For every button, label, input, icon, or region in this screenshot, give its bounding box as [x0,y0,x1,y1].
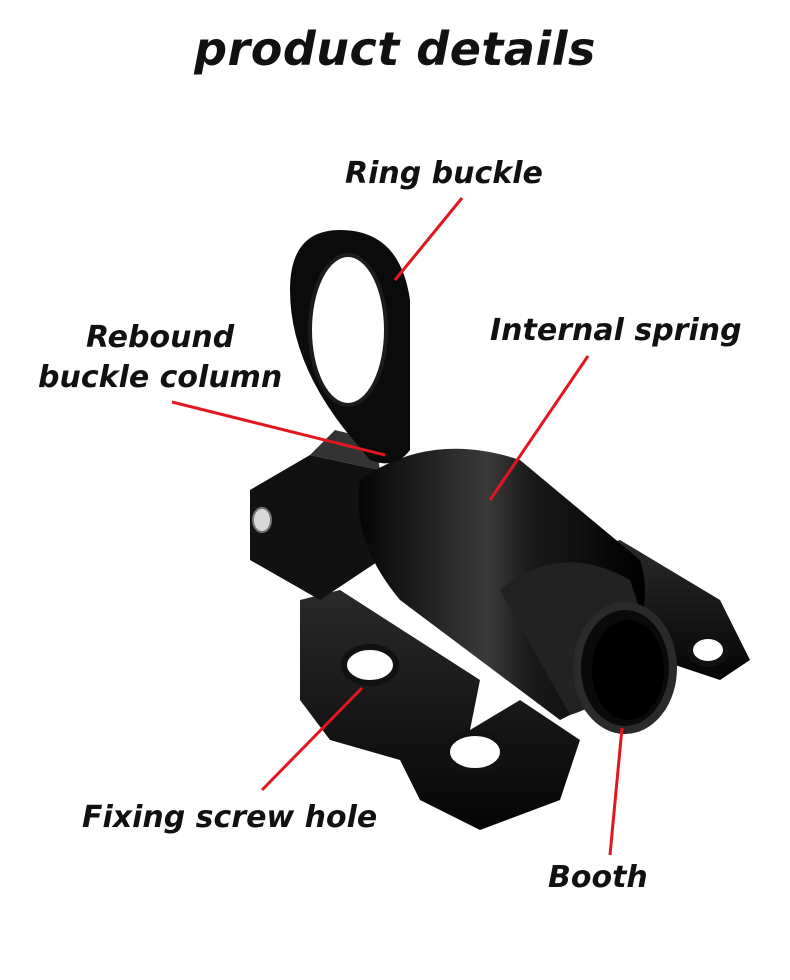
label-booth: Booth [548,860,648,895]
label-fixing-screw-hole: Fixing screw hole [82,800,378,835]
label-rebound-line1: Rebound [86,320,235,355]
leader-internal-spring [488,355,590,501]
ring-buckle [290,230,410,464]
leader-booth [608,727,624,856]
screw-hole-right [687,633,729,667]
screw-hole-front [444,730,506,774]
label-rebound-buckle-column: Rebound buckle column [38,318,282,398]
booth [573,602,677,734]
leader-ring-buckle [393,197,464,281]
label-rebound-line2: buckle column [38,360,283,395]
label-internal-spring: Internal spring [490,313,742,348]
screw-hole-left [341,644,399,686]
leader-lines [171,197,624,856]
page-title: product details [194,22,596,76]
leader-fixing-screw-hole [260,686,364,792]
label-ring-buckle: Ring buckle [345,156,543,191]
leader-rebound-column [171,400,386,457]
